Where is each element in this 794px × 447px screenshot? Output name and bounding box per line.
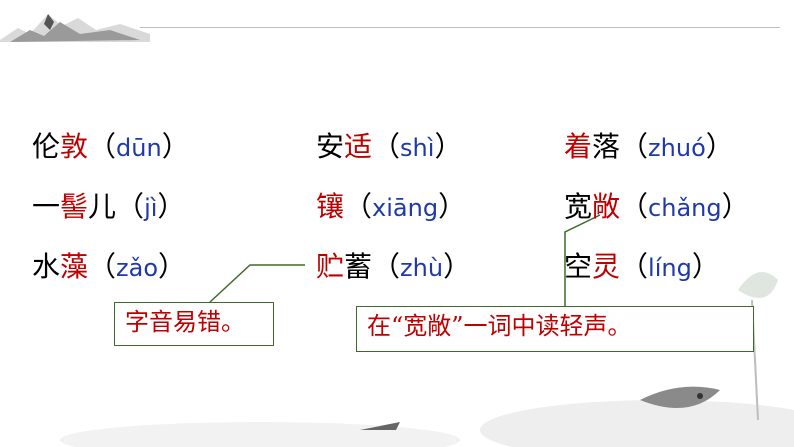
pinyin: líng	[648, 254, 692, 282]
paren-close: ）	[691, 250, 720, 283]
highlighted-char: 髻	[60, 190, 89, 223]
callout-left: 字音易错。	[114, 302, 274, 346]
pinyin: zhuó	[648, 134, 706, 162]
paren-open: （	[88, 250, 117, 283]
word-item: 伦敦（dūn）	[32, 130, 190, 165]
word-char: 空	[564, 250, 593, 283]
paren-open: （	[116, 190, 145, 223]
paren-open: （	[620, 190, 649, 223]
paren-close: ）	[161, 130, 190, 163]
paren-open: （	[372, 130, 401, 163]
highlighted-char: 镶	[316, 190, 345, 223]
word-char: 落	[592, 130, 621, 163]
pinyin: dūn	[116, 134, 162, 162]
word-item: 贮蓄（zhù）	[316, 250, 471, 285]
paren-close: ）	[434, 130, 463, 163]
word-char: 一	[32, 190, 61, 223]
pinyin: zhù	[400, 254, 444, 282]
paren-open: （	[88, 130, 117, 163]
word-item: 宽敞（chǎng）	[564, 190, 750, 225]
highlighted-char: 灵	[592, 250, 621, 283]
paren-close: ）	[721, 190, 750, 223]
word-char: 蓄	[344, 250, 373, 283]
paren-close: ）	[705, 130, 734, 163]
word-item: 空灵（líng）	[564, 250, 720, 285]
paren-open: （	[620, 250, 649, 283]
word-item: 一髻儿（jì）	[32, 190, 185, 225]
ink-mountain-decoration	[0, 14, 150, 42]
highlighted-char: 着	[564, 130, 593, 163]
paren-open: （	[620, 130, 649, 163]
paren-open: （	[344, 190, 373, 223]
word-item: 安适（shì）	[316, 130, 462, 165]
callout-right: 在“宽敞”一词中读轻声。	[356, 306, 754, 352]
paren-open: （	[372, 250, 401, 283]
word-char: 儿	[88, 190, 117, 223]
pinyin: chǎng	[648, 194, 722, 222]
highlighted-char: 敦	[60, 130, 89, 163]
header-divider	[140, 27, 780, 28]
pinyin: jì	[144, 194, 158, 222]
paren-close: ）	[157, 190, 186, 223]
word-item: 镶（xiāng）	[316, 190, 466, 225]
highlighted-char: 敞	[592, 190, 621, 223]
word-char: 水	[32, 250, 61, 283]
highlighted-char: 贮	[316, 250, 345, 283]
pinyin: shì	[400, 134, 435, 162]
highlighted-char: 藻	[60, 250, 89, 283]
pinyin: zǎo	[116, 254, 159, 282]
word-char: 伦	[32, 130, 61, 163]
pinyin: xiāng	[372, 194, 439, 222]
word-item: 着落（zhuó）	[564, 130, 734, 165]
word-item: 水藻（zǎo）	[32, 250, 186, 285]
paren-close: ）	[438, 190, 467, 223]
word-char: 安	[316, 130, 345, 163]
word-char: 宽	[564, 190, 593, 223]
paren-close: ）	[443, 250, 472, 283]
highlighted-char: 适	[344, 130, 373, 163]
paren-close: ）	[158, 250, 187, 283]
